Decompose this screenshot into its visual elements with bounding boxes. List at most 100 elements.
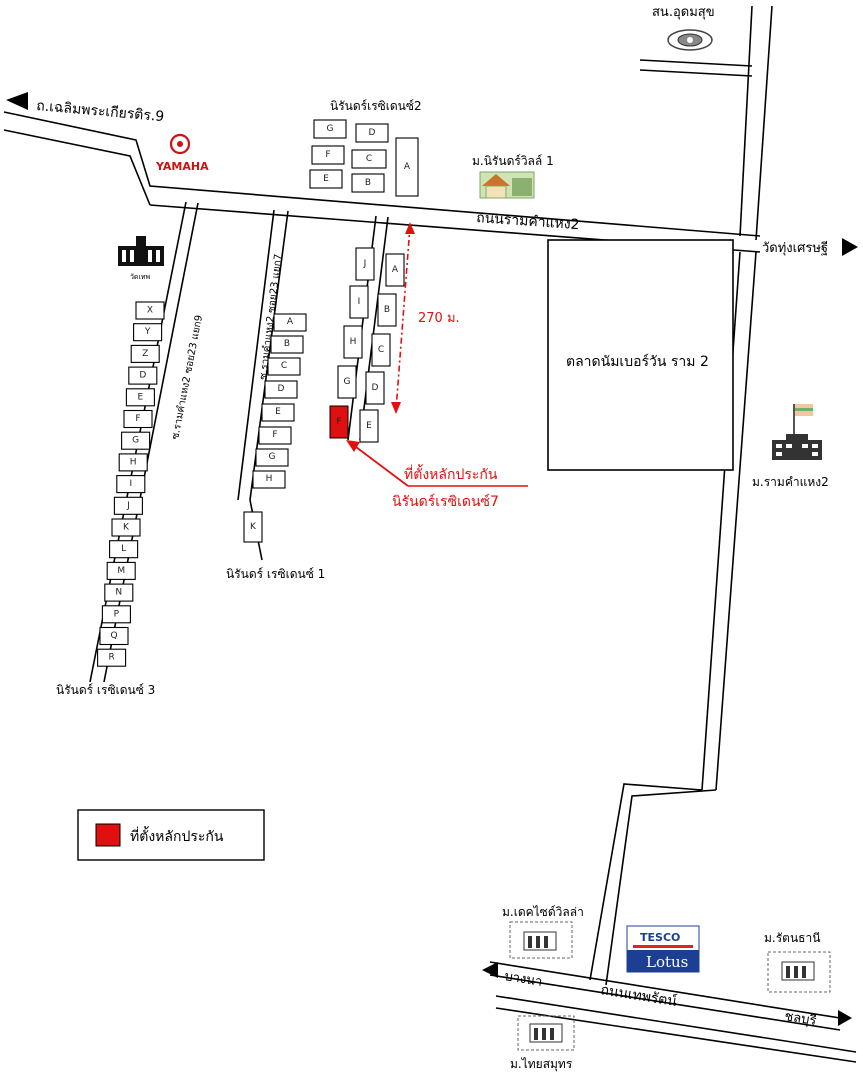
label-nirun2: นิรันดร์เรซิเดนซ์2 xyxy=(330,99,422,113)
plot xyxy=(118,453,148,472)
label-school: วัดเทพ xyxy=(130,273,150,281)
label-market: ตลาดนัมเบอร์วัน ราม 2 xyxy=(566,353,709,370)
plot-label: B xyxy=(365,178,371,188)
plot-label: M xyxy=(117,566,125,576)
road-right-vertical xyxy=(589,5,773,986)
plot-label: Y xyxy=(144,327,151,337)
plot xyxy=(97,648,127,667)
plot-label: D xyxy=(369,128,376,138)
plot-label: H xyxy=(130,457,137,467)
zone-nirun2: G D F C E B A xyxy=(309,119,419,197)
plot xyxy=(106,561,136,580)
label-nirun3: นิรันดร์ เรซิเดนซ์ 3 xyxy=(56,683,155,697)
legend: ที่ตั้งหลักประกัน xyxy=(77,809,265,861)
nirunville: ม.นิรันดร์วิลล์ 1 xyxy=(472,154,554,199)
label-chaloem: ถ.เฉลิมพระเกียรติร.9 xyxy=(36,98,165,125)
dechai-village: ม.เดคไซด์วิลล่า xyxy=(502,905,584,959)
legend-label: ที่ตั้งหลักประกัน xyxy=(130,826,224,845)
plot xyxy=(99,626,129,646)
label-collateral-1: ที่ตั้งหลักประกัน xyxy=(404,464,498,483)
label-rattanathani: ม.รัตนธานี xyxy=(764,931,820,945)
plot-label: L xyxy=(121,544,126,554)
plot-label: J xyxy=(126,501,130,511)
yamaha-icon xyxy=(169,133,191,155)
plot-label: Z xyxy=(142,349,148,359)
label-dechai: ม.เดคไซด์วิลล่า xyxy=(502,905,584,919)
plot-label: C xyxy=(366,154,372,164)
label-collateral-2: นิรันดร์เรซิเดนซ์7 xyxy=(392,493,499,510)
arrow-east-watthung xyxy=(842,238,858,256)
plot-label: E xyxy=(138,392,144,402)
zone-nirun7: J I H G F A B C D E xyxy=(329,247,405,443)
rattanathani-village: ม.รัตนธานี xyxy=(764,931,831,993)
plot-label: F xyxy=(336,417,341,427)
plot xyxy=(116,475,146,494)
distance-indicator: 270 ม. xyxy=(391,222,460,414)
plot-label: G xyxy=(327,124,334,134)
road-thepharat xyxy=(489,961,857,1063)
zone-nirun1: A B C D E F G H K xyxy=(243,313,307,543)
collateral-pointer: ที่ตั้งหลักประกัน นิรันดร์เรซิเดนซ์7 xyxy=(346,440,528,510)
road-udomsuk-branch xyxy=(639,59,753,77)
plot-label: E xyxy=(366,421,372,431)
tesco-text: TESCO xyxy=(640,931,680,944)
plot-label: G xyxy=(132,436,139,446)
plot-label: G xyxy=(269,452,276,462)
plot-label: D xyxy=(139,371,146,381)
plot-label: B xyxy=(384,305,390,315)
plot-label: F xyxy=(135,414,140,424)
legend-swatch xyxy=(95,823,121,847)
plot-label: I xyxy=(129,479,132,489)
plot xyxy=(111,518,141,537)
building-icon xyxy=(118,246,164,266)
label-nirunville: ม.นิรันดร์วิลล์ 1 xyxy=(472,154,554,168)
plot-label: Q xyxy=(110,631,117,641)
plot xyxy=(135,301,165,320)
label-ramkhamhaeng2: ถนนรามคำแหง2 xyxy=(476,210,580,233)
plot-label: K xyxy=(250,522,257,532)
plot-label: C xyxy=(378,345,384,355)
ramkhamhaeng-uni: ม.รามคำแหง2 xyxy=(752,404,829,489)
label-bangna: บางนา xyxy=(503,969,543,990)
tesco-lotus: TESCO Lotus xyxy=(626,925,700,973)
plot xyxy=(133,323,163,342)
arrow-east-chonburi xyxy=(838,1010,852,1026)
plot-label: A xyxy=(287,317,294,327)
plot-label: B xyxy=(284,339,290,349)
plot-label: F xyxy=(325,150,330,160)
school-building: วัดเทพ xyxy=(118,236,164,281)
plot-label: R xyxy=(108,653,114,663)
label-ramuni: ม.รามคำแหง2 xyxy=(752,475,829,489)
plot-label: D xyxy=(372,383,379,393)
plot xyxy=(123,409,153,429)
collateral-plot xyxy=(329,405,349,439)
plot xyxy=(125,388,155,407)
label-distance: 270 ม. xyxy=(418,311,460,326)
plot-label: P xyxy=(114,609,120,619)
plot-label: H xyxy=(266,474,273,484)
plot-label: I xyxy=(358,297,361,307)
police-station: สน.อุดมสุข xyxy=(652,5,715,51)
plot-label: K xyxy=(123,523,130,533)
yamaha-logo: YAMAHA xyxy=(155,133,209,173)
label-nirun1: นิรันดร์ เรซิเดนซ์ 1 xyxy=(226,567,325,581)
plot xyxy=(113,496,143,515)
lotus-text: Lotus xyxy=(646,953,688,971)
plot-label: E xyxy=(323,174,329,184)
label-chonburi: ชลบุรี xyxy=(783,1008,817,1029)
plot-label: G xyxy=(344,377,351,387)
plot-label: F xyxy=(272,430,277,440)
plot xyxy=(128,366,158,385)
plot-label: N xyxy=(115,588,122,598)
arrow-west-chaloem xyxy=(6,92,28,110)
building-icon xyxy=(772,440,822,460)
plot xyxy=(130,344,160,363)
label-udomsuk: สน.อุดมสุข xyxy=(652,5,715,20)
plot-label: D xyxy=(278,384,285,394)
plot-label: A xyxy=(392,265,399,275)
thaisamut-village: ม.ไทยสมุทร xyxy=(510,1015,575,1072)
yamaha-text: YAMAHA xyxy=(155,160,209,173)
market-area xyxy=(547,239,734,471)
